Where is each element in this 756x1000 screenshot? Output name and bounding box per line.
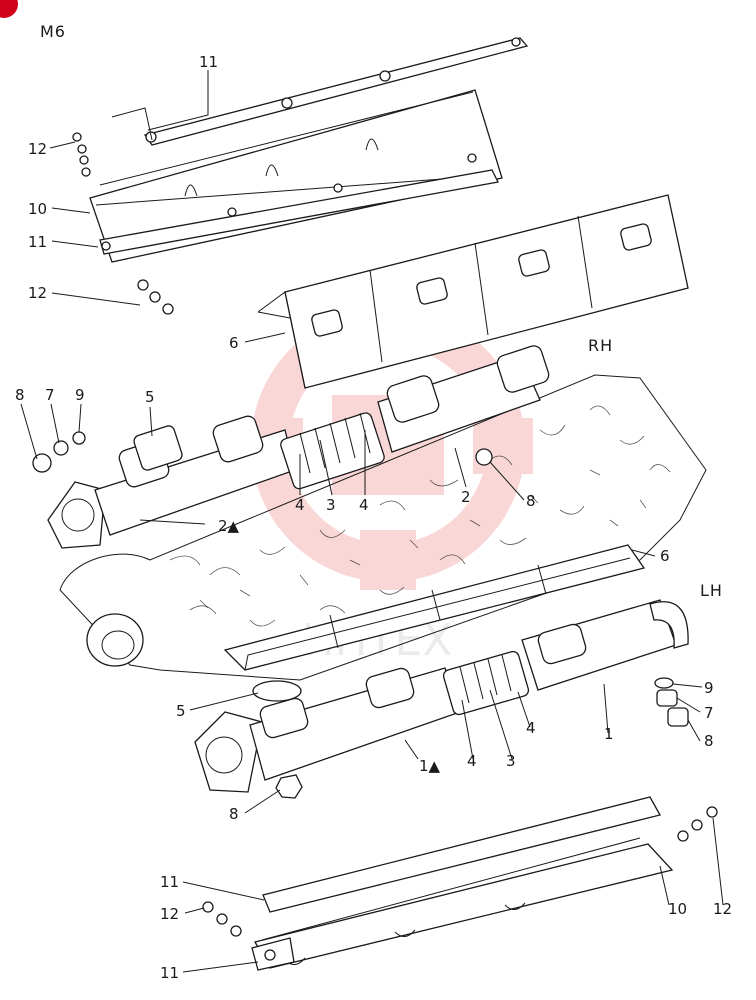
section-label-lh: LH	[700, 581, 723, 600]
heat-shield-bottom	[202, 796, 718, 971]
callout-9: 9	[75, 386, 85, 404]
heat-shield-lh	[223, 544, 646, 671]
callout-10: 10	[668, 900, 687, 918]
callout-6: 6	[660, 547, 670, 565]
callout-12: 12	[713, 900, 732, 918]
callout-10: 10	[28, 200, 47, 218]
engine-block	[59, 374, 707, 681]
callout-6: 6	[229, 334, 239, 352]
callout-4: 4	[526, 719, 536, 737]
callout-4: 4	[467, 752, 477, 770]
exhaust-manifold-lh	[194, 599, 689, 799]
callout-8: 8	[15, 386, 25, 404]
callout-2-marked: 2▲	[218, 517, 240, 535]
callout-8: 8	[526, 492, 536, 510]
callout-3: 3	[326, 496, 336, 514]
callout-labels: M6 RH LH 11 12 10 11 12 6 8 7 9 5 4 3 4 …	[15, 22, 732, 982]
callout-12: 12	[160, 905, 179, 923]
callout-4: 4	[295, 496, 305, 514]
loose-nuts-left	[32, 431, 86, 473]
heat-shield-rh	[257, 194, 689, 389]
callout-5: 5	[176, 702, 186, 720]
callout-7: 7	[704, 704, 714, 722]
callout-12: 12	[28, 284, 47, 302]
callout-8: 8	[704, 732, 714, 750]
corner-badge	[0, 0, 18, 18]
callout-1: 1	[604, 725, 614, 743]
heat-shield-top	[72, 37, 529, 315]
callout-11: 11	[28, 233, 47, 251]
callout-5: 5	[145, 388, 155, 406]
section-label-rh: RH	[588, 336, 613, 355]
exhaust-manifold-rh	[47, 345, 550, 549]
callout-11: 11	[160, 964, 179, 982]
callout-1-marked: 1▲	[419, 757, 441, 775]
callout-8: 8	[229, 805, 239, 823]
callout-4: 4	[359, 496, 369, 514]
leader-lines	[20, 70, 724, 973]
callout-11: 11	[160, 873, 179, 891]
callout-2: 2	[461, 488, 471, 506]
page-title: M6	[40, 22, 66, 41]
callout-3: 3	[506, 752, 516, 770]
callout-9: 9	[704, 679, 714, 697]
callout-7: 7	[45, 386, 55, 404]
callout-12: 12	[28, 140, 47, 158]
callout-11: 11	[199, 53, 218, 71]
loose-nuts-right	[654, 677, 689, 727]
